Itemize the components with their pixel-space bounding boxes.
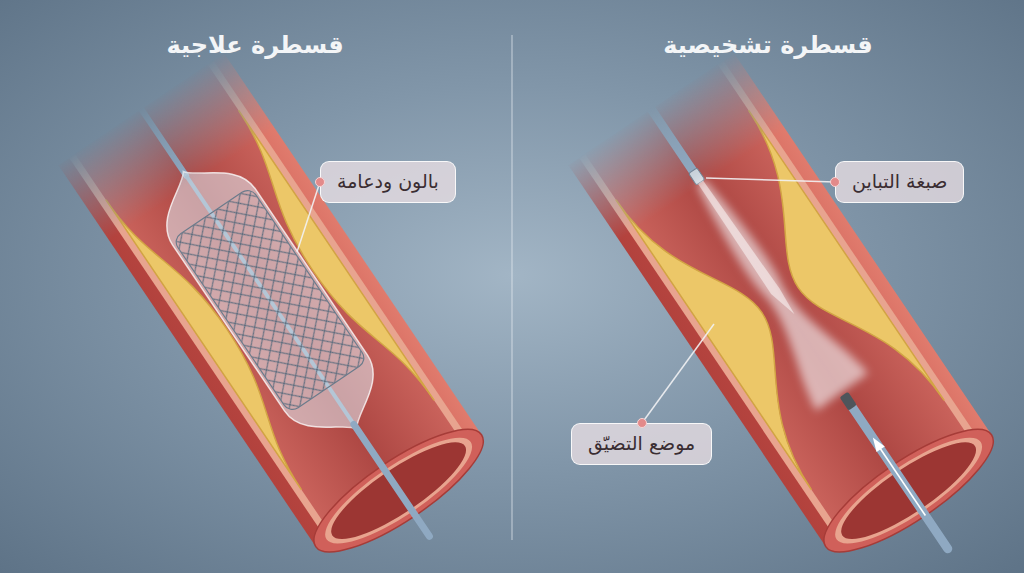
callout-label: بالون ودعامة xyxy=(337,169,439,195)
callout-dot xyxy=(315,177,325,187)
callout-label: صبغة التباين xyxy=(852,169,947,195)
callout-dot xyxy=(830,177,840,187)
callout-dot xyxy=(637,418,647,428)
callout-label: موضع التضيّق xyxy=(588,431,695,457)
callout-box: بالون ودعامة xyxy=(320,161,456,203)
callout-box: صبغة التباين xyxy=(835,161,964,203)
panel-title: قسطرة علاجية xyxy=(166,31,343,59)
callout-box: موضع التضيّق xyxy=(571,423,712,465)
panel-title: قسطرة تشخيصية xyxy=(663,31,873,59)
